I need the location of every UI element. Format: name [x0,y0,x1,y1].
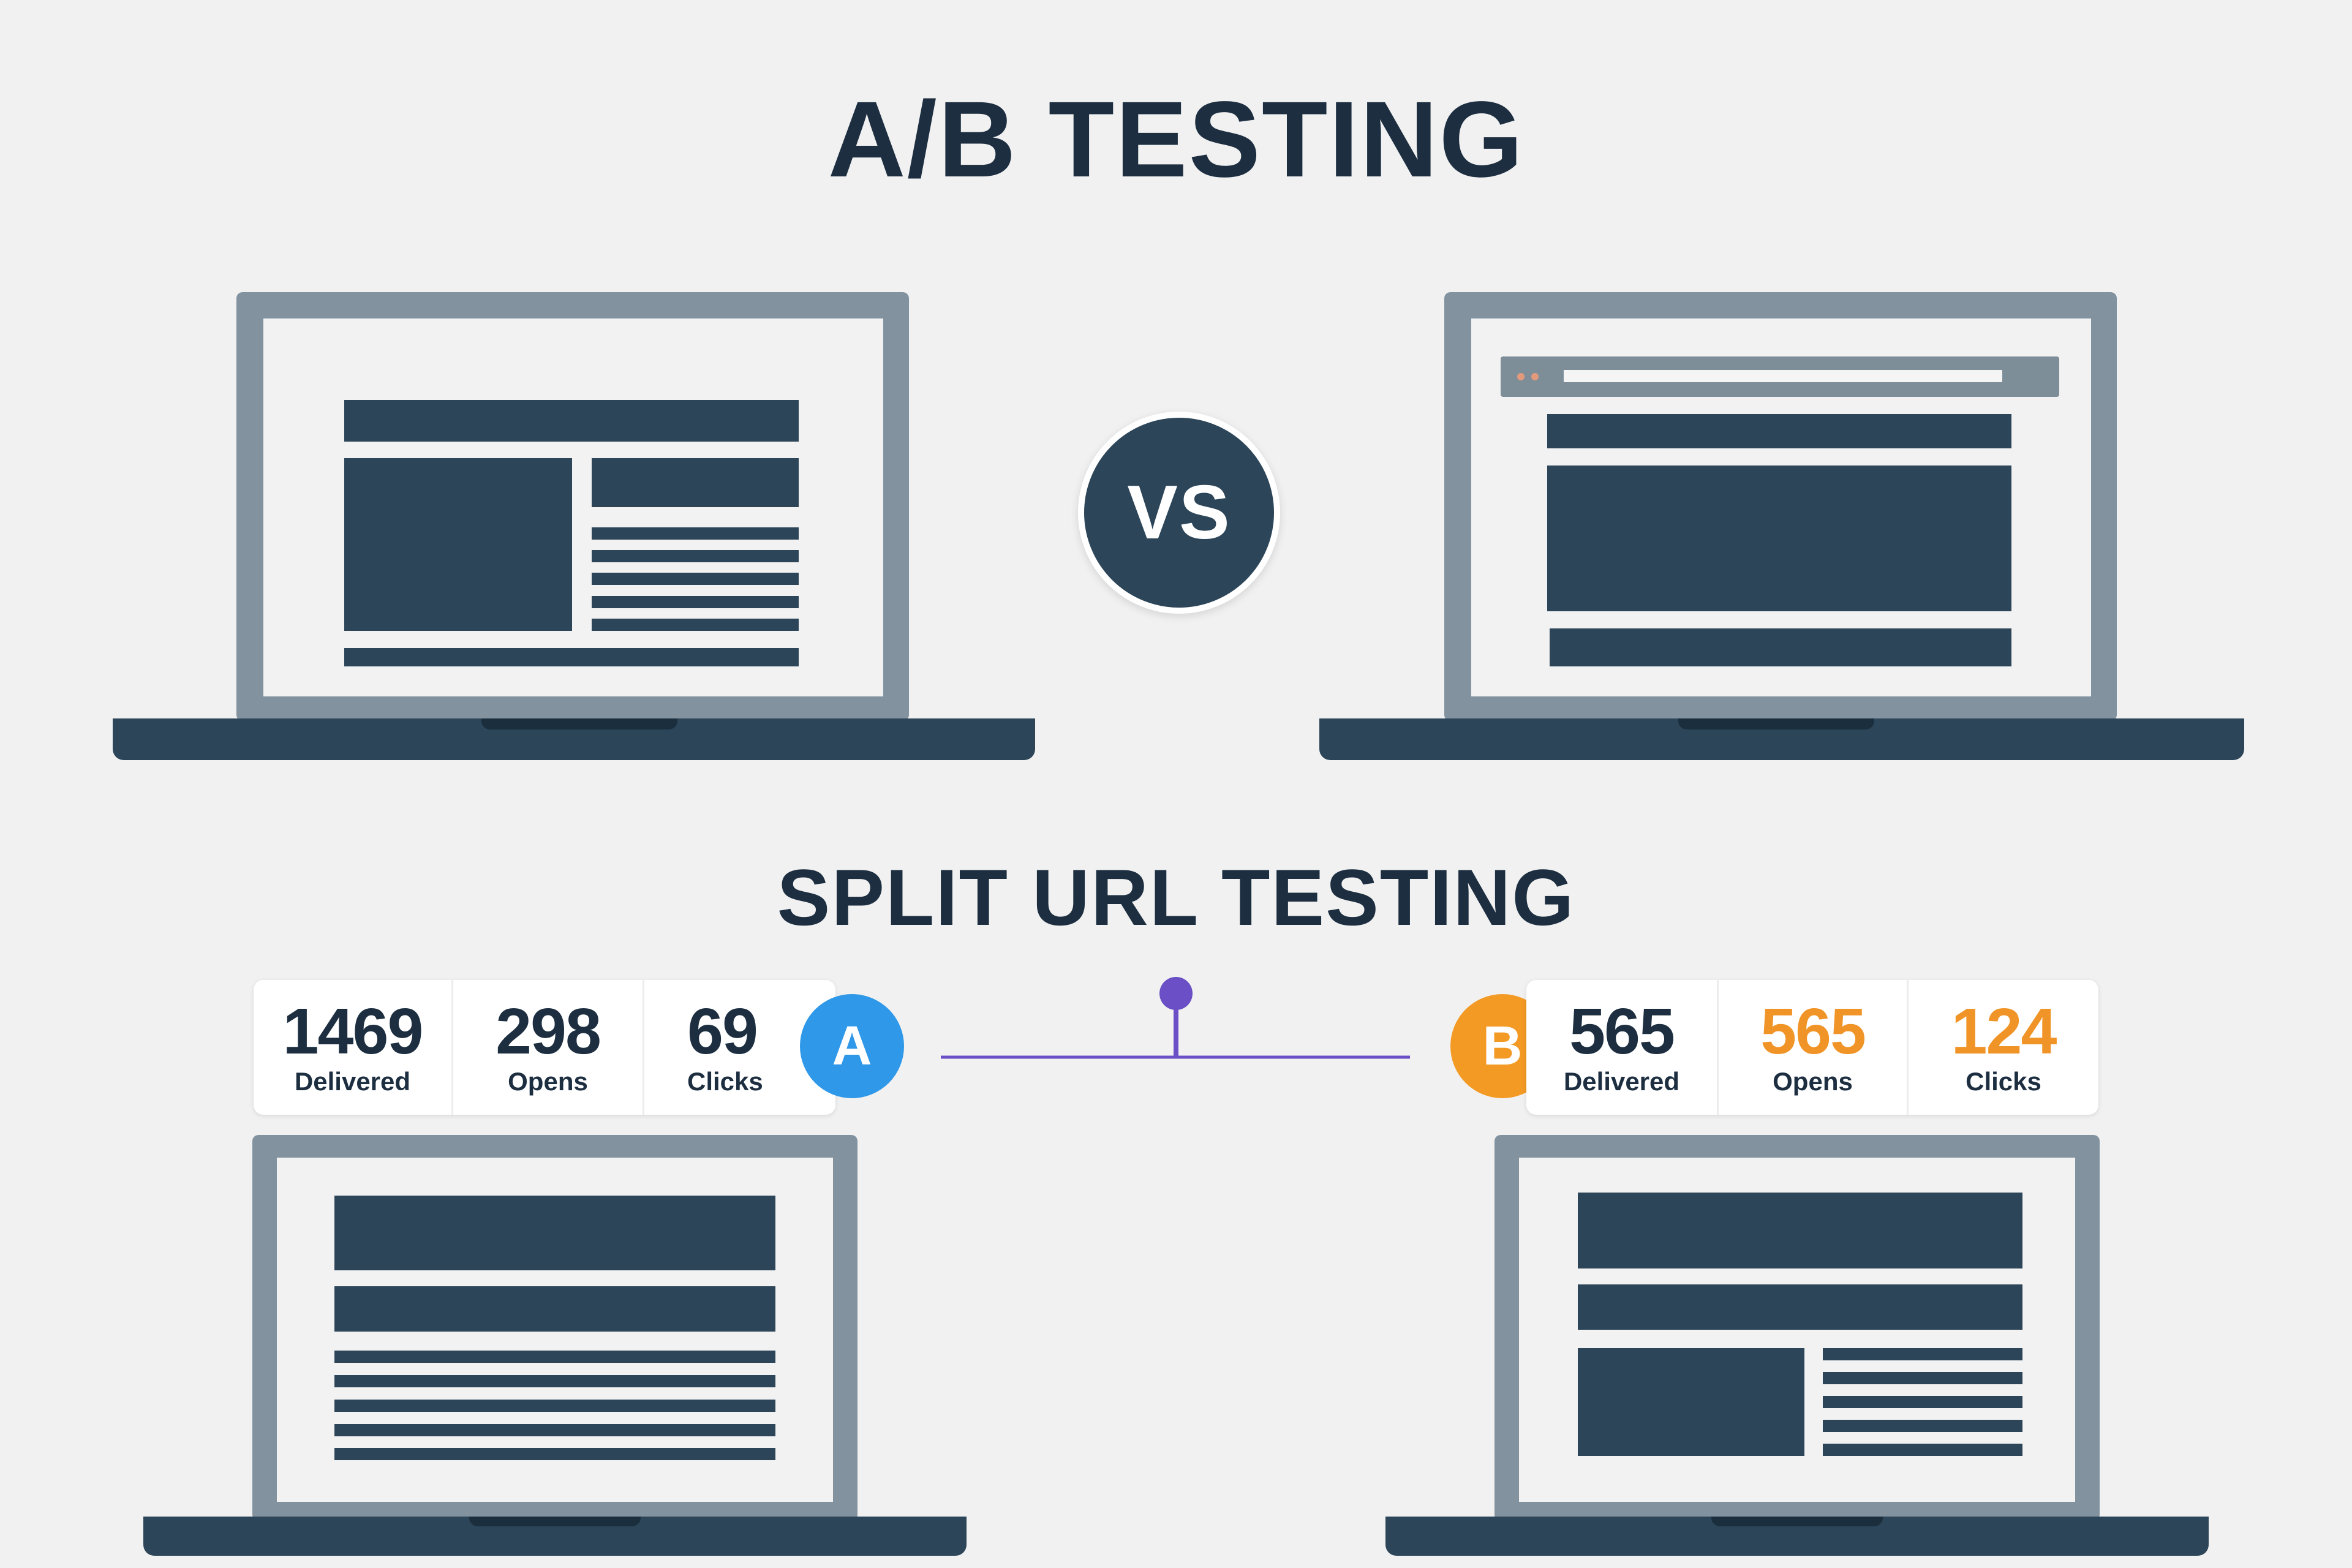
text-line [334,1448,775,1460]
image-block [1578,1348,1804,1456]
stat-clicks: 69 Clicks [644,980,835,1115]
stat-value: 1469 [282,995,424,1068]
text-line [1823,1420,2022,1432]
footer-block [1550,628,2011,666]
vs-label: VS [1127,470,1231,555]
stat-label: Opens [1773,1067,1853,1096]
header-block [344,400,799,442]
laptop-notch [481,718,677,729]
header-block [334,1196,775,1270]
stat-label: Delivered [294,1067,411,1096]
stat-opens: 565 Opens [1719,980,1909,1115]
window-dot-icon [1517,373,1525,380]
text-line [334,1400,775,1412]
text-line [1823,1372,2022,1384]
header-block [1547,414,2011,448]
split-connector [941,977,1410,1059]
image-block [344,458,572,631]
text-line [1823,1444,2022,1456]
subheader-block [334,1286,775,1332]
stat-value: 69 [687,995,758,1068]
text-line [592,550,799,562]
text-line [592,573,799,585]
stat-value: 124 [1951,995,2057,1068]
stat-label: Delivered [1563,1067,1680,1096]
ab-testing-title: A/B TESTING [827,80,1525,200]
text-line [334,1351,775,1363]
text-line [334,1424,775,1436]
text-line [334,1375,775,1387]
text-line [592,619,799,631]
stat-opens: 298 Opens [453,980,644,1115]
address-bar [1564,370,2002,382]
text-line [592,596,799,608]
split-url-testing-title: SPLIT URL TESTING [777,853,1575,942]
subheader-block [592,458,799,507]
pin-icon [1159,977,1193,1010]
window-dot-icon [1531,373,1539,380]
variant-a-stats-card: 1469 Delivered 298 Opens 69 Clicks [254,980,835,1115]
stat-value: 298 [496,995,601,1068]
vs-badge: VS [1078,412,1280,614]
text-line [1823,1396,2022,1408]
text-line [1823,1348,2022,1360]
hero-block [1547,466,2011,611]
header-block [1578,1193,2022,1268]
variant-b-stats-card: 565 Delivered 565 Opens 124 Clicks [1526,980,2098,1115]
text-line [592,527,799,540]
footer-block [344,648,799,666]
stat-clicks: 124 Clicks [1909,980,2098,1115]
stat-label: Opens [508,1067,588,1096]
stat-label: Clicks [1966,1067,2041,1096]
variant-a-badge: A [800,994,904,1098]
laptop-notch [1678,718,1874,729]
stat-value: 565 [1569,995,1675,1068]
stat-delivered: 565 Delivered [1526,980,1719,1115]
subheader-block [1578,1284,2022,1330]
stat-label: Clicks [687,1067,763,1096]
stat-value: 565 [1760,995,1866,1068]
stat-delivered: 1469 Delivered [254,980,453,1115]
laptop-notch [469,1517,641,1526]
laptop-notch [1711,1517,1883,1526]
